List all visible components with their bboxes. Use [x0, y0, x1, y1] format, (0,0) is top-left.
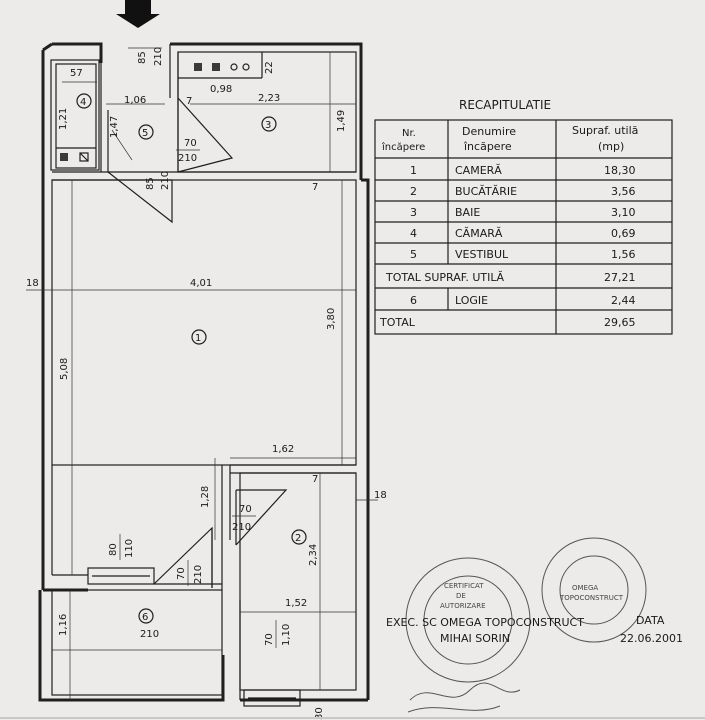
- row1-area: 18,30: [604, 164, 636, 177]
- footer-name: MIHAI SORIN: [440, 632, 510, 645]
- header-nr-1: Nr.: [402, 128, 416, 139]
- row3-nr: 3: [410, 206, 417, 219]
- footer-exec: EXEC. SC OMEGA TOPOCONSTRUCT: [386, 616, 584, 629]
- room-6-label: 6: [142, 612, 148, 623]
- row5-area: 1,56: [611, 248, 636, 261]
- dim-210-b: 210: [193, 565, 204, 584]
- summary-table: RECAPITULATIE Nr. încăpere Denumire încă…: [374, 98, 673, 335]
- dim-116: 1,16: [58, 614, 69, 636]
- row1-name: CAMERĂ: [455, 164, 502, 177]
- dimension-labels: 57 1,21 1,06 85 210 0,98 22 2,23 1,47 1,…: [26, 47, 387, 720]
- dim-162: 1,62: [272, 444, 294, 455]
- svg-text:TOPOCONSTRUCT: TOPOCONSTRUCT: [559, 594, 624, 602]
- total-value: 29,65: [604, 316, 636, 329]
- footer: EXEC. SC OMEGA TOPOCONSTRUCT MIHAI SORIN…: [386, 614, 683, 645]
- row4-nr: 4: [410, 227, 417, 240]
- row5-name: VESTIBUL: [455, 248, 509, 261]
- dim-210-5: 210: [178, 153, 197, 164]
- svg-text:AUTORIZARE: AUTORIZARE: [440, 602, 486, 610]
- dim-210-top: 210: [153, 47, 164, 66]
- svg-text:DE: DE: [456, 592, 466, 600]
- dim-57: 57: [70, 68, 83, 79]
- svg-text:OMEGA: OMEGA: [572, 584, 598, 592]
- entrance-arrow-icon: [116, 0, 160, 28]
- inner-walls: [50, 44, 357, 707]
- dim-30: 30: [314, 707, 325, 720]
- row2-nr: 2: [410, 185, 417, 198]
- footer-date: 22.06.2001: [620, 632, 683, 645]
- dim-7a: 7: [186, 96, 192, 107]
- dim-7c: 7: [312, 474, 318, 485]
- dim-152: 1,52: [285, 598, 307, 609]
- dim-70-5: 70: [184, 138, 197, 149]
- footer-data-label: DATA: [636, 614, 665, 627]
- header-den-1: Denumire: [462, 125, 516, 138]
- company-seal-icon: [541, 537, 647, 643]
- dim-121: 1,21: [58, 108, 69, 130]
- header-sup-2: (mp): [598, 140, 624, 153]
- dim-098: 0,98: [210, 84, 232, 95]
- dim-128: 1,28: [200, 486, 211, 508]
- summary-title: RECAPITULATIE: [459, 98, 551, 112]
- dim-401: 4,01: [190, 278, 212, 289]
- dim-110-a: 110: [124, 539, 135, 558]
- row3-name: BAIE: [455, 206, 480, 219]
- room-4-label: 4: [80, 97, 86, 108]
- dimension-lines: [26, 47, 378, 700]
- row4-area: 0,69: [611, 227, 636, 240]
- dim-80: 80: [108, 543, 119, 556]
- room-5-label: 5: [142, 128, 148, 139]
- total-util-value: 27,21: [604, 271, 636, 284]
- dim-508: 5,08: [59, 358, 70, 380]
- dim-223: 2,23: [258, 93, 280, 104]
- dim-70-b: 70: [176, 567, 187, 580]
- row5-nr: 5: [410, 248, 417, 261]
- outer-walls: [38, 42, 370, 702]
- dim-85-top: 85: [137, 51, 148, 64]
- dim-147: 1,47: [109, 116, 120, 138]
- dim-7b: 7: [312, 182, 318, 193]
- row2-area: 3,56: [611, 185, 636, 198]
- header-nr-2: încăpere: [381, 141, 425, 153]
- dim-210-mid: 210: [160, 171, 171, 190]
- row2-name: BUCĂTĂRIE: [455, 185, 517, 198]
- logie-area: 2,44: [611, 294, 636, 307]
- stamps: CERTIFICAT DE AUTORIZARE OMEGA TOPOCONST…: [405, 537, 647, 713]
- signature-icon: [409, 682, 521, 701]
- dim-380: 3,80: [326, 308, 337, 330]
- header-den-2: încăpere: [463, 140, 512, 153]
- room-3-label: 3: [265, 120, 271, 131]
- total-util-label: TOTAL SUPRAF. UTILĂ: [385, 271, 504, 284]
- total-label: TOTAL: [379, 316, 416, 329]
- dim-22: 22: [264, 61, 275, 74]
- row4-name: CĂMARĂ: [455, 227, 503, 240]
- dim-70-c: 70: [264, 633, 275, 646]
- dim-210-6: 210: [140, 629, 159, 640]
- row1-nr: 1: [410, 164, 417, 177]
- dim-106: 1,06: [124, 95, 146, 106]
- logie-name: LOGIE: [455, 294, 488, 307]
- cadastre-seal-icon: [405, 557, 531, 683]
- dim-85-mid: 85: [145, 177, 156, 190]
- dim-70-2: 70: [239, 504, 252, 515]
- dim-149: 1,49: [336, 110, 347, 132]
- dim-18-right: 18: [374, 490, 387, 501]
- svg-text:CERTIFICAT: CERTIFICAT: [444, 582, 484, 590]
- dim-234: 2,34: [308, 544, 319, 566]
- logie-nr: 6: [410, 294, 417, 307]
- header-sup-1: Supraf. utilă: [572, 124, 638, 137]
- dim-18-left: 18: [26, 278, 39, 289]
- dim-110-c: 1,10: [281, 624, 292, 646]
- row3-area: 3,10: [611, 206, 636, 219]
- dim-210-2: 210: [232, 522, 251, 533]
- room-numbers: 4 5 3 1 2 6: [76, 93, 307, 624]
- room-2-label: 2: [295, 533, 301, 544]
- room-1-label: 1: [195, 333, 201, 344]
